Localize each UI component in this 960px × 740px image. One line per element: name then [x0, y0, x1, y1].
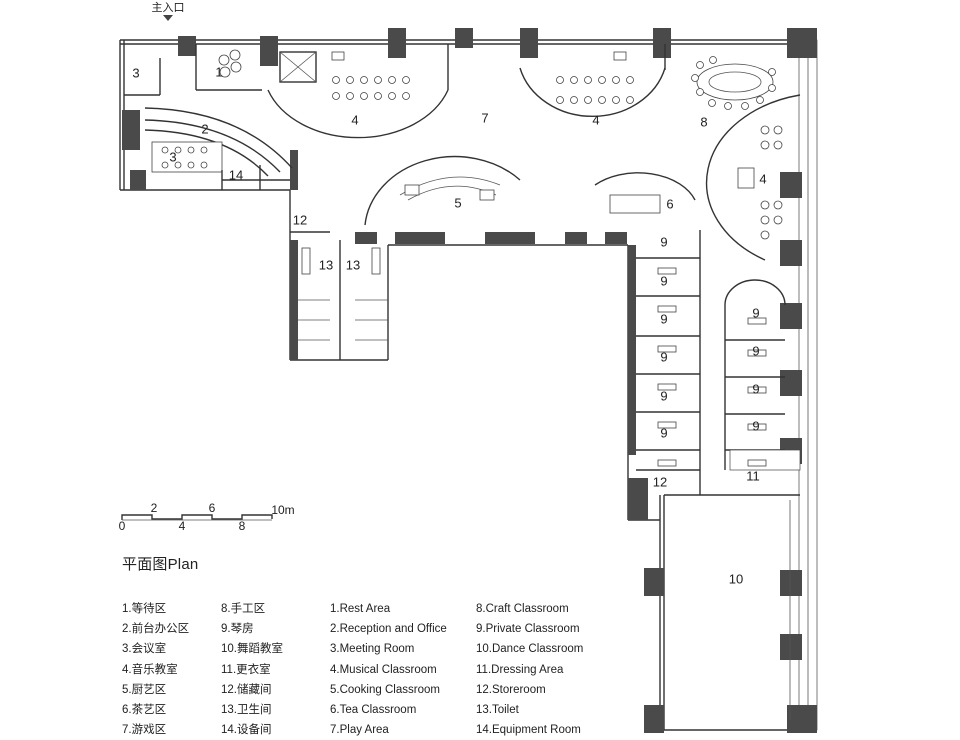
scale-label: 4 — [179, 519, 186, 533]
legend-zh-col-2: 8.手工区 9.琴房 10.舞蹈教室 11.更衣室 12.储藏间 13.卫生间 … — [221, 599, 283, 740]
legend-en-col-1: 1.Rest Area 2.Reception and Office 3.Mee… — [330, 599, 447, 740]
legend-item: 3.Meeting Room — [330, 643, 415, 656]
legend-item: 6.Tea Classroom — [330, 704, 417, 717]
legend-item: 13.Toilet — [476, 704, 519, 717]
legend-item: 10.Dance Classroom — [476, 643, 584, 656]
legend-item: 13.卫生间 — [221, 704, 272, 717]
legend-item: 7.Play Area — [330, 724, 389, 737]
room-number: 3 — [132, 65, 139, 80]
furniture — [161, 49, 791, 720]
room-number: 12 — [653, 474, 667, 489]
entrance-label: 主入口 — [152, 1, 185, 14]
scale-label: 2 — [151, 501, 158, 515]
legend-item: 11.更衣室 — [221, 663, 271, 676]
legend-item: 2.Reception and Office — [330, 623, 447, 636]
room-number: 12 — [293, 212, 307, 227]
room-number: 9 — [660, 311, 667, 326]
structural-columns — [122, 28, 817, 733]
room-number: 9 — [660, 425, 667, 440]
legend-item: 9.Private Classroom — [476, 623, 580, 636]
legend-item: 9.琴房 — [221, 623, 254, 636]
room-number: 6 — [666, 196, 673, 211]
legend-item: 10.舞蹈教室 — [221, 643, 283, 656]
room-numbers: 1 2 3 3 4 4 4 5 6 7 8 9 9 9 9 9 9 9 9 9 … — [132, 64, 766, 586]
interior-walls — [124, 44, 801, 496]
room-number: 14 — [229, 167, 243, 182]
legend-item: 1.Rest Area — [330, 603, 391, 615]
room-number: 3 — [169, 149, 176, 164]
room-number: 7 — [481, 110, 488, 125]
room-number: 11 — [746, 468, 760, 483]
room-number: 13 — [319, 257, 333, 272]
entrance-arrow-icon — [163, 15, 173, 21]
legend-item: 12.储藏间 — [221, 683, 272, 696]
legend-item: 12.Storeroom — [476, 683, 546, 696]
legend-item: 14.设备间 — [221, 724, 272, 737]
room-number: 10 — [729, 571, 743, 586]
room-number: 1 — [215, 64, 222, 79]
room-number: 9 — [660, 234, 667, 249]
legend-item: 14.Equipment Room — [476, 724, 581, 737]
room-number: 4 — [351, 112, 358, 127]
scale-bar: 2 6 10m 0 4 8 — [119, 501, 295, 533]
room-number: 4 — [592, 112, 599, 127]
legend-item: 4.Musical Classroom — [330, 663, 437, 676]
legend-item: 5.厨艺区 — [122, 683, 167, 696]
legend-item: 1.等待区 — [122, 603, 167, 615]
legend-en-col-2: 8.Craft Classroom 9.Private Classroom 10… — [476, 599, 583, 740]
legend-item: 5.Cooking Classroom — [330, 683, 440, 696]
room-number: 9 — [752, 343, 759, 358]
room-number: 5 — [454, 195, 461, 210]
room-number: 9 — [660, 388, 667, 403]
legend-zh-col-1: 1.等待区 2.前台办公区 3.会议室 4.音乐教室 5.厨艺区 6.茶艺区 7… — [122, 599, 189, 740]
room-number: 9 — [660, 273, 667, 288]
room-number: 9 — [752, 381, 759, 396]
plan-title: 平面图Plan — [122, 556, 199, 573]
legend-item: 11.Dressing Area — [476, 663, 564, 676]
scale-label: 8 — [239, 519, 246, 533]
legend-item: 8.Craft Classroom — [476, 603, 569, 615]
room-number: 9 — [752, 305, 759, 320]
scale-label: 10m — [271, 503, 294, 517]
legend-item: 6.茶艺区 — [122, 704, 167, 717]
room-number: 9 — [660, 349, 667, 364]
legend-item: 3.会议室 — [122, 643, 167, 656]
room-number: 8 — [700, 114, 707, 129]
room-number: 13 — [346, 257, 360, 272]
legend-item: 8.手工区 — [221, 603, 266, 615]
legend-item: 4.音乐教室 — [122, 663, 178, 676]
scale-label: 0 — [119, 519, 126, 533]
legend-item: 7.游戏区 — [122, 724, 167, 737]
room-number: 9 — [752, 418, 759, 433]
scale-label: 6 — [209, 501, 216, 515]
room-number: 2 — [201, 121, 208, 136]
room-number: 4 — [759, 171, 766, 186]
legend-item: 2.前台办公区 — [122, 623, 190, 636]
